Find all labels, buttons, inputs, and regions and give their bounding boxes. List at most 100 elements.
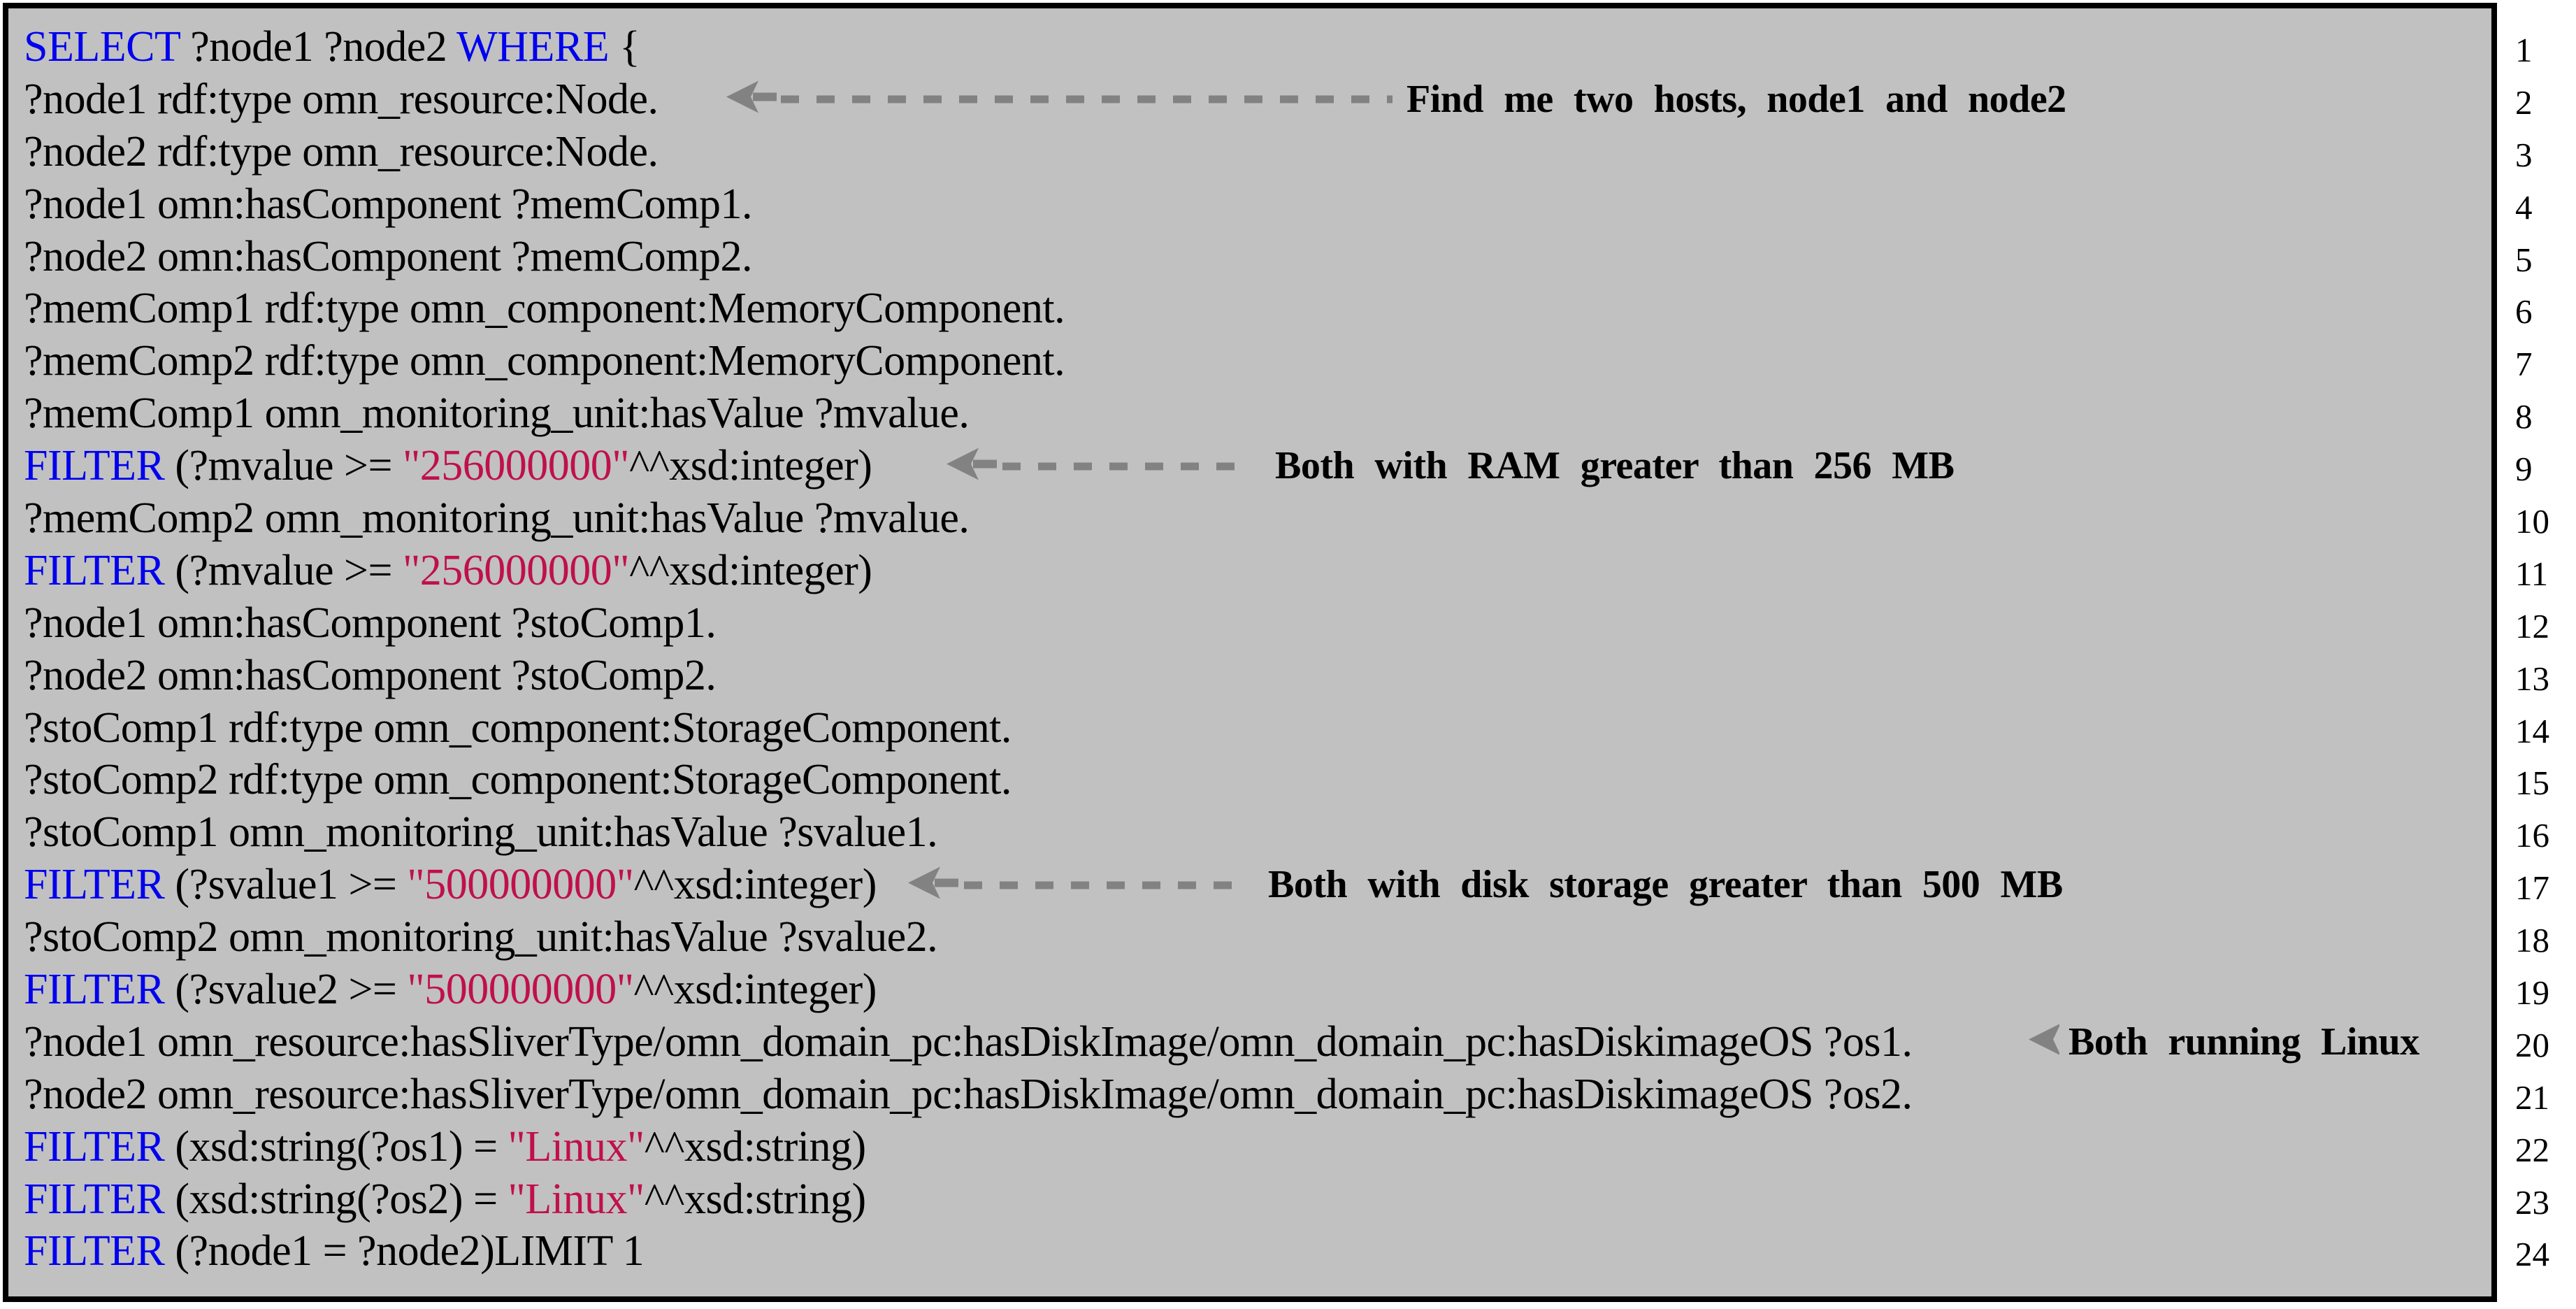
annotation-arrow-left-icon [947, 440, 997, 492]
code-line: ?stoComp2 omn_monitoring_unit:hasValue ?… [24, 911, 2491, 964]
annotation-dashed-line [1002, 462, 1247, 471]
code-text: ?stoComp1 rdf:type omn_component:Storage… [24, 703, 1012, 752]
code-line: ?stoComp1 omn_monitoring_unit:hasValue ?… [24, 806, 2491, 859]
code-keyword: FILTER [24, 442, 165, 490]
code-text: (?mvalue >= [164, 442, 403, 490]
code-text: ?node2 rdf:type omn_resource:Node. [24, 127, 659, 176]
code-text: (xsd:string(?os1) = [164, 1122, 508, 1171]
code-text: ^^xsd:integer) [629, 546, 872, 594]
code-string-literal: "Linux" [508, 1122, 645, 1171]
code-text: (?mvalue >= [164, 546, 403, 594]
line-number: 9 [2515, 450, 2533, 489]
line-number: 22 [2515, 1130, 2549, 1169]
code-text: ?memComp2 rdf:type omn_component:MemoryC… [24, 337, 1065, 385]
code-keyword: FILTER [24, 546, 165, 594]
code-text: ^^xsd:integer) [633, 966, 877, 1014]
code-line: ?node1 omn:hasComponent ?stoComp1. [24, 597, 2491, 650]
code-line: ?node2 omn_resource:hasSliverType/omn_do… [24, 1068, 2491, 1121]
code-listing-box: SELECT ?node1 ?node2 WHERE {?node1 rdf:t… [3, 3, 2497, 1302]
line-number: 23 [2515, 1182, 2549, 1222]
line-number: 20 [2515, 1025, 2549, 1064]
code-line: FILTER (xsd:string(?os1) = "Linux"^^xsd:… [24, 1121, 2491, 1173]
line-number: 11 [2515, 554, 2549, 593]
line-number: 4 [2515, 187, 2533, 227]
line-number: 8 [2515, 397, 2533, 436]
code-line: FILTER (?svalue2 >= "500000000"^^xsd:int… [24, 964, 2491, 1016]
code-line: FILTER (?mvalue >= "256000000"^^xsd:inte… [24, 440, 2491, 492]
line-number: 14 [2515, 711, 2549, 750]
code-text: ^^xsd:integer) [633, 861, 877, 909]
code-text: ^^xsd:string) [644, 1122, 866, 1171]
code-line: ?node1 omn_resource:hasSliverType/omn_do… [24, 1016, 2491, 1068]
code-text: ?node1 omn_resource:hasSliverType/omn_do… [24, 1017, 1913, 1066]
annotation-arrow-left-icon [908, 859, 958, 911]
annotation-dashed-line [964, 881, 1240, 889]
code-keyword: SELECT [24, 23, 180, 71]
code-keyword: FILTER [24, 1175, 165, 1223]
annotation-dashed-line [781, 95, 1393, 103]
code-line: ?node2 omn:hasComponent ?memComp2. [24, 231, 2491, 283]
code-keyword: FILTER [24, 1227, 165, 1275]
annotation-text: Both running Linux [2068, 1020, 2419, 1064]
code-keyword: WHERE [456, 23, 610, 71]
code-line: ?node2 rdf:type omn_resource:Node. [24, 126, 2491, 178]
code-keyword: FILTER [24, 1122, 165, 1171]
code-text: (?svalue1 >= [164, 861, 408, 909]
code-text: ?node2 omn:hasComponent ?stoComp2. [24, 651, 717, 699]
line-number: 19 [2515, 973, 2549, 1013]
code-keyword: FILTER [24, 861, 165, 909]
code-text: ?memComp2 omn_monitoring_unit:hasValue ?… [24, 494, 970, 543]
code-text: ?node2 omn_resource:hasSliverType/omn_do… [24, 1070, 1913, 1118]
line-number: 3 [2515, 135, 2533, 174]
line-number: 10 [2515, 502, 2549, 541]
code-line: ?node1 rdf:type omn_resource:Node. Find m… [24, 73, 2491, 126]
code-line: ?stoComp2 rdf:type omn_component:Storage… [24, 754, 2491, 806]
code-text: ?memComp1 omn_monitoring_unit:hasValue ?… [24, 389, 970, 438]
line-number: 24 [2515, 1235, 2549, 1274]
line-number: 21 [2515, 1078, 2549, 1117]
code-text: ^^xsd:integer) [629, 442, 872, 490]
code-text: ?node1 rdf:type omn_resource:Node. [24, 75, 659, 123]
line-number: 15 [2515, 764, 2549, 803]
annotation-arrow-left-icon [2029, 1016, 2061, 1068]
code-text: ?node2 omn:hasComponent ?memComp2. [24, 232, 753, 280]
code-line: FILTER (?svalue1 >= "500000000"^^xsd:int… [24, 859, 2491, 911]
line-number: 6 [2515, 292, 2533, 331]
code-line: ?node1 omn:hasComponent ?memComp1. [24, 178, 2491, 231]
code-line: ?memComp1 omn_monitoring_unit:hasValue ?… [24, 387, 2491, 440]
line-number: 1 [2515, 31, 2533, 69]
code-line: FILTER (xsd:string(?os2) = "Linux"^^xsd:… [24, 1173, 2491, 1226]
line-number: 13 [2515, 659, 2549, 698]
code-text: (xsd:string(?os2) = [164, 1175, 508, 1223]
code-text: { [609, 23, 640, 71]
code-line: ?node2 omn:hasComponent ?stoComp2. [24, 650, 2491, 702]
code-text: ?stoComp1 omn_monitoring_unit:hasValue ?… [24, 808, 938, 857]
code-string-literal: "500000000" [407, 861, 634, 909]
code-text: (?svalue2 >= [164, 966, 408, 1014]
code-text: ?memComp1 rdf:type omn_component:MemoryC… [24, 285, 1065, 333]
code-text: ?node1 omn:hasComponent ?memComp1. [24, 180, 753, 228]
line-number: 5 [2515, 240, 2533, 279]
code-line: SELECT ?node1 ?node2 WHERE { [24, 21, 2491, 73]
code-keyword: FILTER [24, 966, 165, 1014]
line-number: 16 [2515, 816, 2549, 855]
code-text: ^^xsd:string) [644, 1175, 866, 1223]
code-line: FILTER (?mvalue >= "256000000"^^xsd:inte… [24, 545, 2491, 597]
code-text: ?node1 ?node2 [180, 23, 457, 71]
code-line: FILTER (?node1 = ?node2)LIMIT 1 [24, 1225, 2491, 1278]
line-number: 18 [2515, 921, 2549, 960]
code-line: ?memComp2 omn_monitoring_unit:hasValue ?… [24, 492, 2491, 545]
line-number: 12 [2515, 606, 2549, 645]
code-text: ?node1 omn:hasComponent ?stoComp1. [24, 599, 717, 647]
code-string-literal: "256000000" [403, 442, 630, 490]
line-number: 17 [2515, 868, 2549, 908]
annotation-text: Find me two hosts, node1 and node2 [1406, 77, 2066, 121]
line-number: 7 [2515, 345, 2533, 384]
line-number: 2 [2515, 83, 2533, 122]
code-string-literal: "500000000" [407, 966, 634, 1014]
annotation-text: Both with RAM greater than 256 MB [1275, 444, 1955, 488]
code-text: ?stoComp2 rdf:type omn_component:Storage… [24, 756, 1012, 804]
code-line: ?memComp1 rdf:type omn_component:MemoryC… [24, 282, 2491, 335]
